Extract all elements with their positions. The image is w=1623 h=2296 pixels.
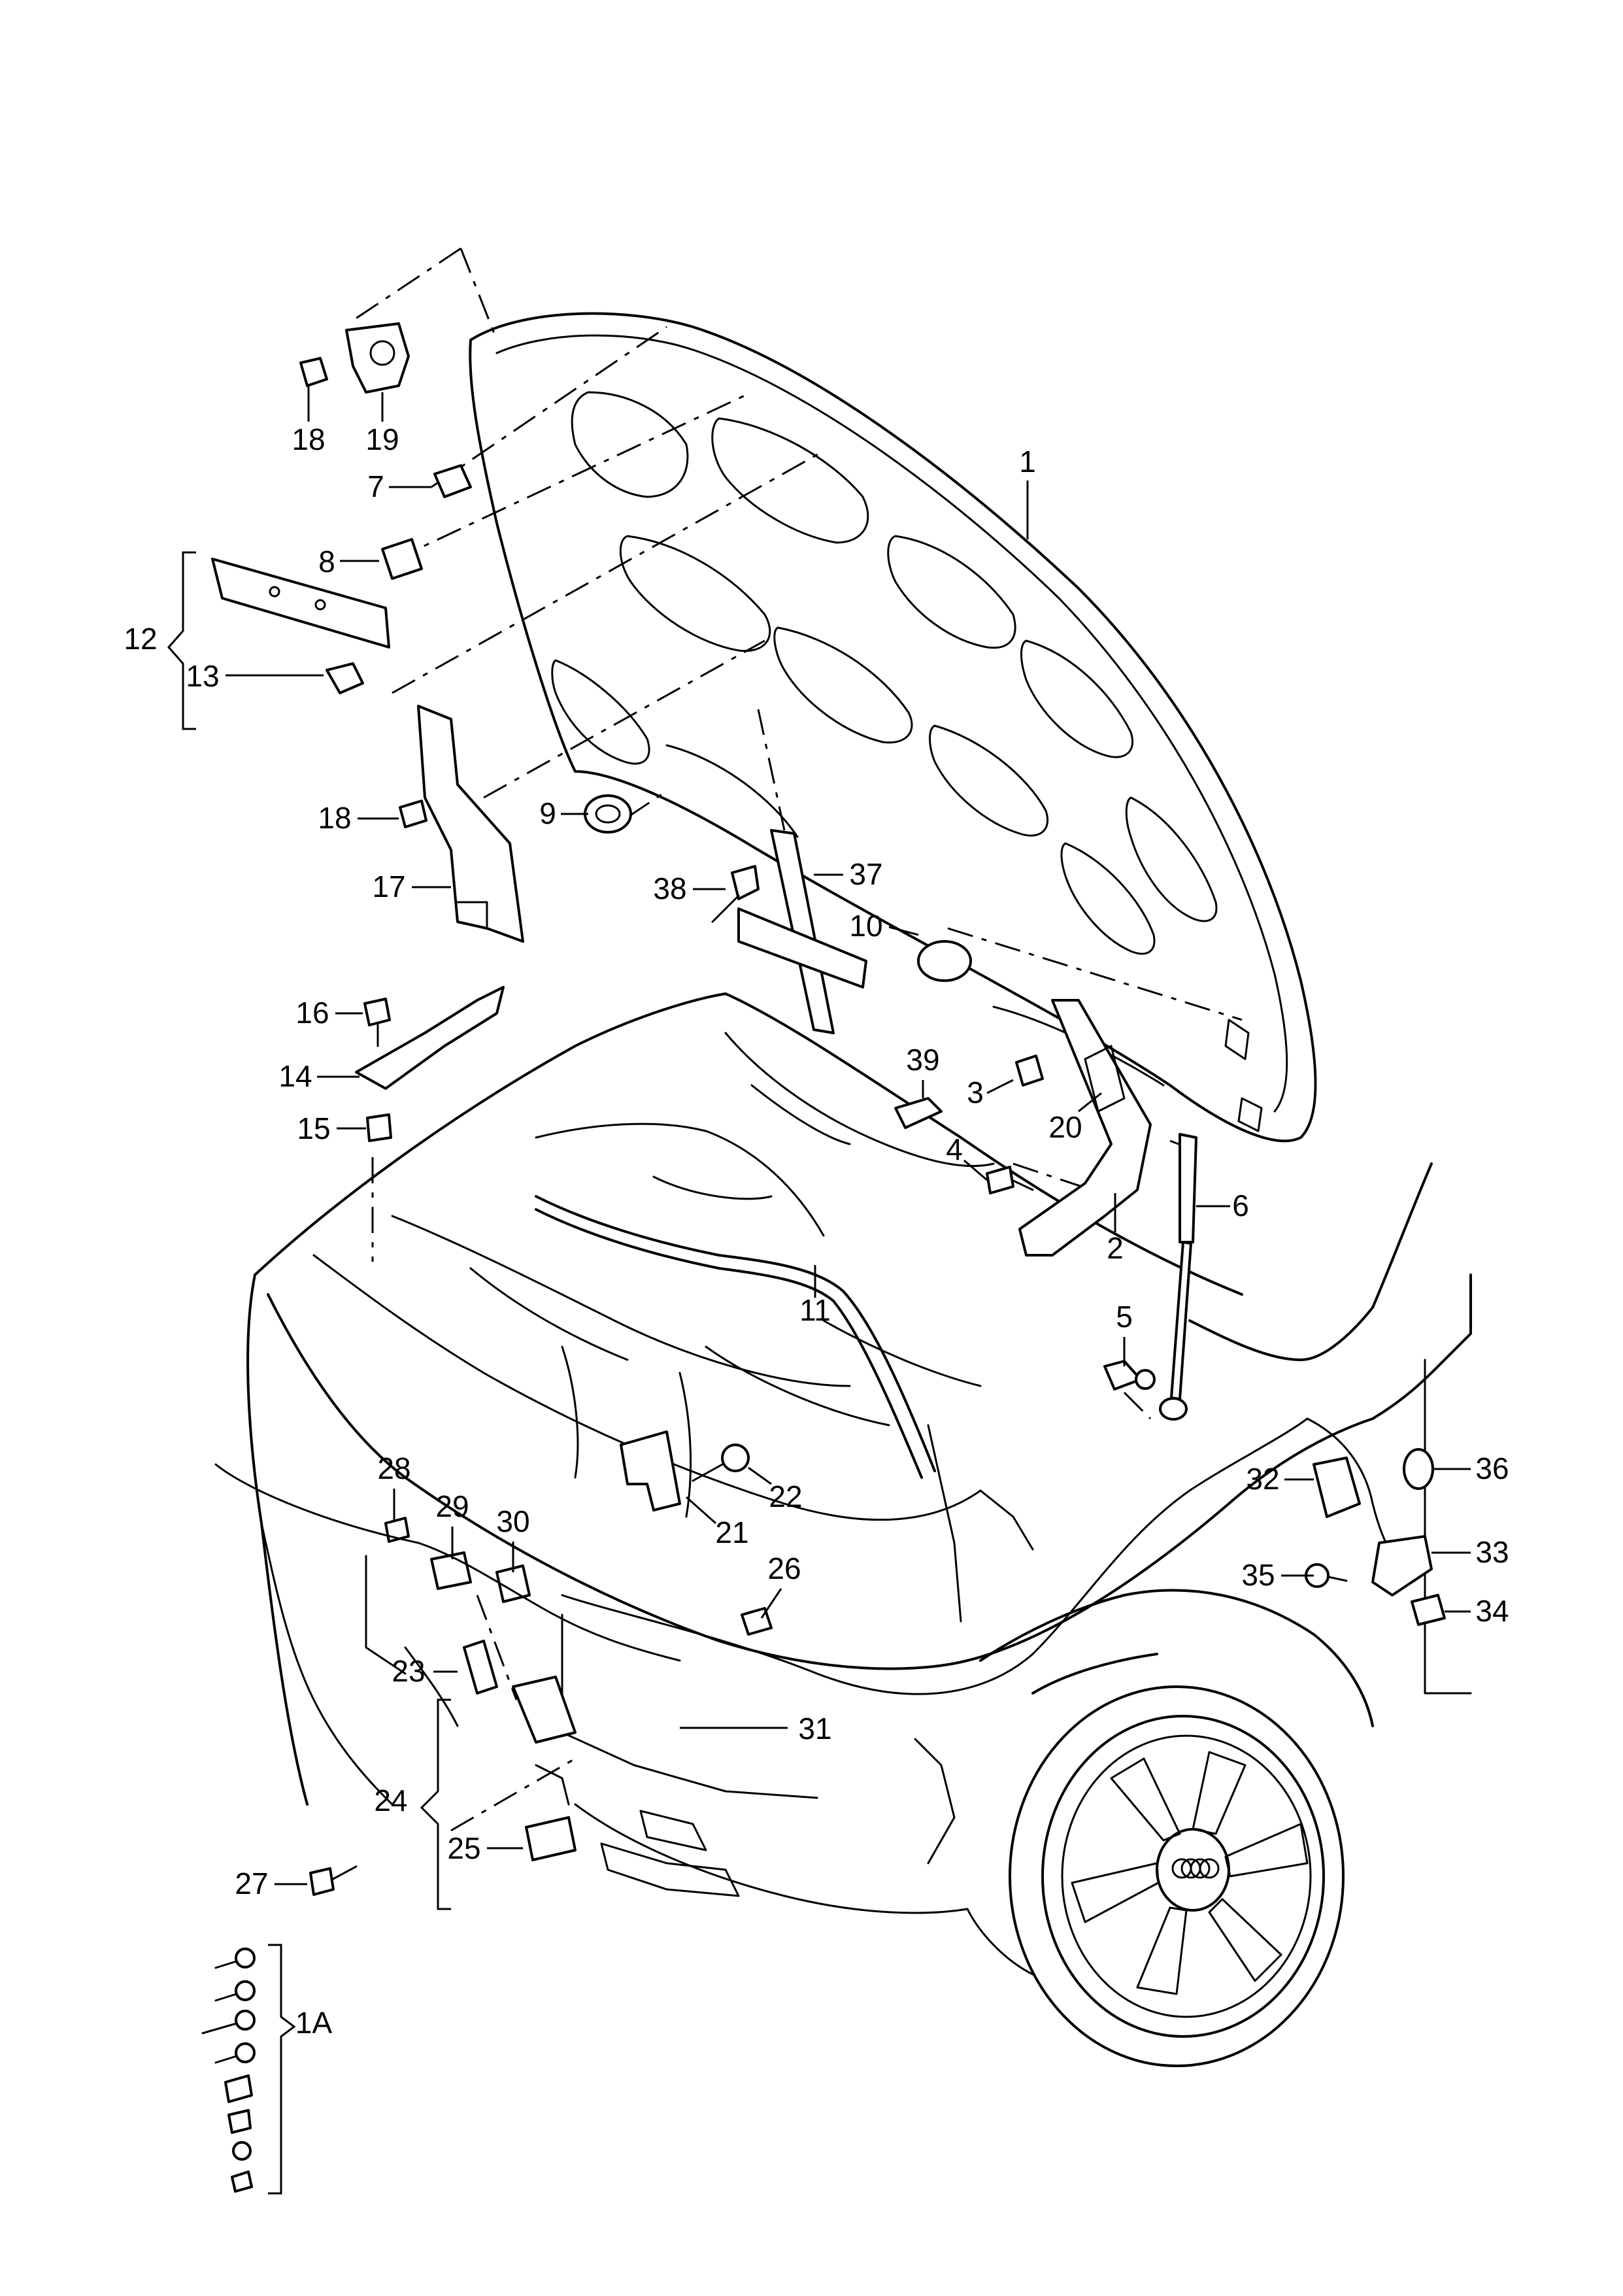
part-30-clip [495, 1564, 531, 1603]
part-38-rivet [711, 865, 760, 923]
part-13-clip [326, 662, 364, 694]
callout-label-c7: 7 [367, 469, 384, 503]
callout-label-c30: 30 [496, 1504, 529, 1538]
part-22-bolt [692, 1443, 750, 1482]
callout-label-c4: 4 [946, 1132, 963, 1166]
callout-label-c23: 23 [392, 1654, 425, 1688]
callout-label-c6: 6 [1232, 1189, 1249, 1223]
part-18-nut-top [299, 357, 328, 387]
callout-label-c35: 35 [1241, 1558, 1275, 1592]
part-39-cable-end [894, 1097, 943, 1129]
part-4-bolt [986, 1166, 1034, 1194]
bracket-1A [268, 1944, 296, 2195]
part-11-seal [535, 1195, 936, 1479]
callout-label-c38: 38 [653, 871, 686, 905]
callout-label-c21: 21 [715, 1515, 748, 1549]
callout-label-c9: 9 [539, 796, 556, 830]
part-34-clip [1411, 1594, 1446, 1626]
part-18-nut-hinge [399, 800, 427, 828]
callout-label-c11: 11 [799, 1293, 831, 1327]
leader-line-c20 [1078, 1092, 1102, 1113]
callout-label-c17: 17 [372, 869, 405, 903]
callout-label-c18a: 18 [292, 422, 325, 456]
bracket-24 [420, 1698, 451, 1910]
callout-label-c25: 25 [447, 1831, 480, 1865]
callout-label-c1: 1 [1019, 445, 1036, 479]
callout-label-c29: 29 [435, 1489, 469, 1523]
callout-labels: 11A2345678910111213141516171818192021222… [124, 422, 1509, 2040]
callout-label-c10: 10 [849, 909, 882, 943]
leader-line-c22 [748, 1466, 772, 1485]
part-19-lock-bracket [345, 322, 410, 394]
leader-line-c21 [686, 1496, 716, 1525]
callout-label-c5: 5 [1116, 1300, 1133, 1334]
front-wheel [1009, 1685, 1345, 2067]
part-17-hinge [417, 705, 524, 943]
callout-label-c22: 22 [769, 1479, 802, 1513]
part-23-cap [463, 1640, 498, 1695]
callout-label-c8: 8 [318, 545, 335, 579]
part-27-bolt [309, 1865, 358, 1896]
callout-label-c24: 24 [374, 1783, 407, 1817]
part-32-handle-bracket [1313, 1457, 1361, 1518]
callout-leaders [226, 386, 1471, 1885]
part-1A-hardware-set [201, 1948, 256, 2193]
part-9-grommet [584, 794, 632, 834]
part-16-bolt [363, 998, 391, 1047]
callout-label-c39: 39 [906, 1043, 939, 1077]
callout-label-c3: 3 [967, 1075, 984, 1109]
callout-label-c36: 36 [1475, 1451, 1509, 1485]
part-26-clip [741, 1607, 773, 1636]
callout-label-c28: 28 [377, 1451, 410, 1485]
part-5-ball-stud [1103, 1360, 1156, 1391]
callout-label-c16: 16 [295, 996, 329, 1030]
part-12-seal-strip [211, 558, 390, 649]
callout-label-c12: 12 [124, 622, 157, 656]
part-36-grommet [1403, 1448, 1434, 1490]
part-6-gas-strut [1159, 1133, 1197, 1421]
part-25-connector [525, 1816, 577, 1861]
callout-label-c18b: 18 [318, 801, 351, 835]
callout-label-c33: 33 [1475, 1535, 1509, 1569]
part-29-switch [430, 1551, 472, 1590]
callout-label-c14: 14 [278, 1059, 312, 1093]
bracket-12 [167, 551, 196, 730]
callout-label-c26: 26 [767, 1551, 801, 1585]
callout-label-c32: 32 [1246, 1462, 1279, 1496]
part-8-stop [381, 538, 423, 580]
callout-label-c20: 20 [1048, 1110, 1082, 1144]
leader-line-c26 [760, 1588, 782, 1619]
part-20-hinge-arm [1018, 999, 1152, 1257]
callout-label-c13: 13 [186, 659, 219, 693]
hood-panel [469, 312, 1317, 1143]
callout-label-c15: 15 [297, 1111, 330, 1145]
part-21-bracket [620, 1430, 681, 1511]
callout-label-c31: 31 [798, 1712, 831, 1746]
callout-label-c37: 37 [849, 857, 882, 891]
callout-label-c34: 34 [1475, 1594, 1509, 1628]
part-37-strut [737, 829, 867, 1034]
callout-label-c27: 27 [235, 1866, 268, 1900]
part-14-bracket [355, 986, 505, 1090]
part-10-plug [917, 940, 972, 982]
leader-line-c4 [963, 1159, 988, 1181]
part-3-clip [1015, 1055, 1044, 1087]
part-33-release-handle [1371, 1535, 1433, 1596]
part-24-lock [512, 1676, 577, 1806]
leader-line-c3 [986, 1079, 1014, 1094]
part-15-nut [366, 1113, 392, 1142]
part-7-buffer [433, 464, 472, 498]
callout-label-c1A: 1A [295, 2006, 333, 2040]
callout-label-c19: 19 [365, 422, 399, 456]
callout-label-c2: 2 [1107, 1231, 1124, 1265]
leader-line-c10 [888, 926, 919, 936]
